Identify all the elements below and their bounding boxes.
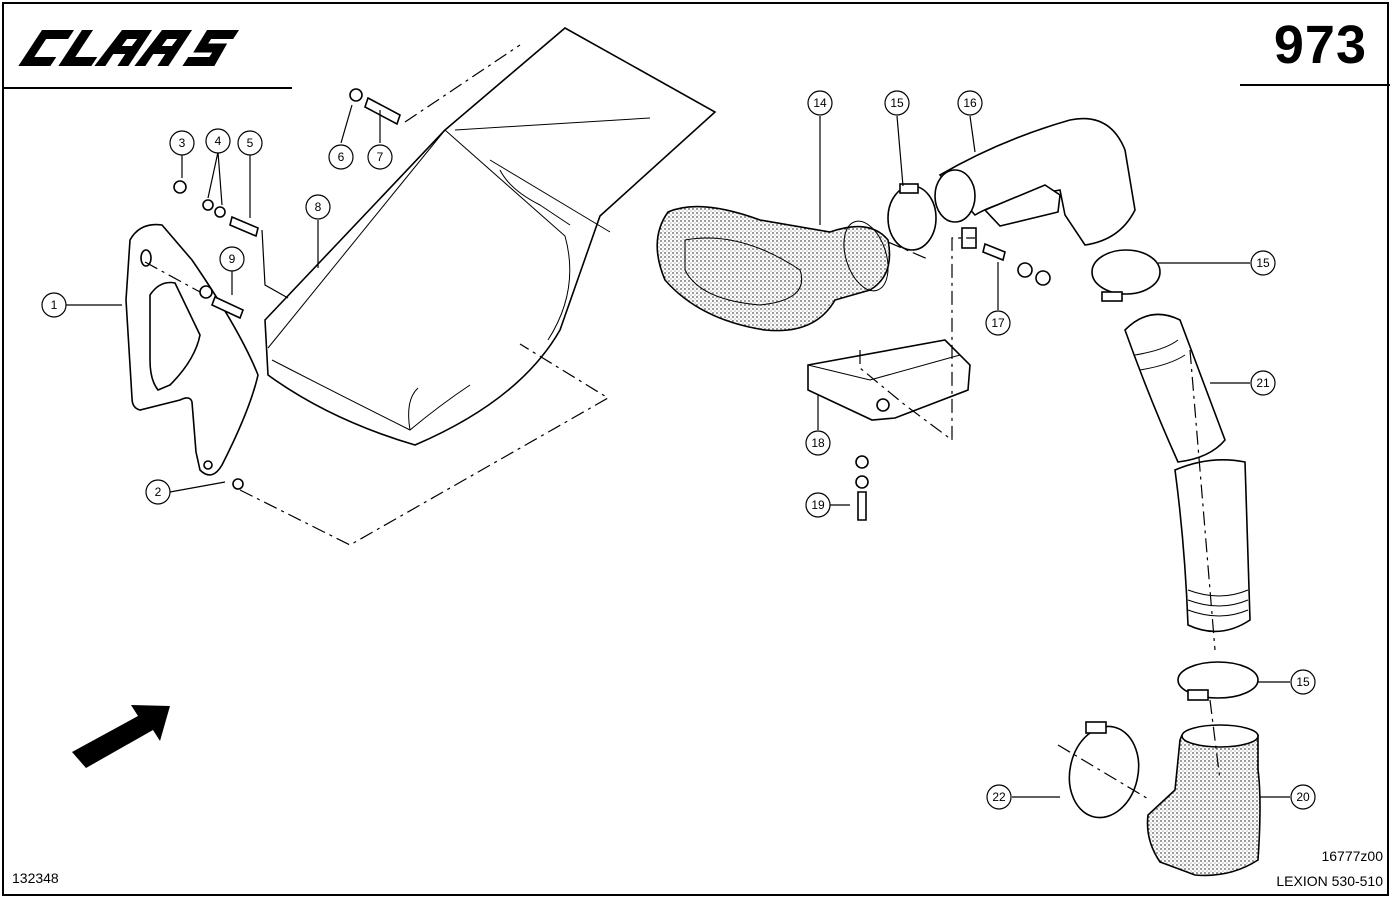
callout-21: 20 <box>1290 784 1316 810</box>
svg-text:18: 18 <box>811 436 825 450</box>
part-8-chute <box>264 27 717 446</box>
header-rule-left <box>2 87 292 89</box>
callout-16: 16 <box>957 90 983 116</box>
svg-text:15: 15 <box>1296 675 1310 689</box>
callout-4: 4 <box>205 128 231 154</box>
svg-text:19: 19 <box>811 498 825 512</box>
callout-20: 21 <box>1250 370 1276 396</box>
svg-text:1: 1 <box>51 298 58 312</box>
part-20-hose-sections <box>1124 313 1251 633</box>
callout-15-top: 15 <box>884 90 910 116</box>
callout-7: 7 <box>367 144 393 170</box>
part-1-bracket-plate <box>125 223 259 476</box>
part-22-clamp <box>1068 721 1140 819</box>
svg-text:8: 8 <box>315 200 322 214</box>
svg-text:7: 7 <box>377 150 384 164</box>
callout-3: 3 <box>169 130 195 156</box>
svg-text:9: 9 <box>229 252 236 266</box>
callout-18: 18 <box>805 430 831 456</box>
svg-text:14: 14 <box>813 96 827 110</box>
svg-text:15: 15 <box>1256 256 1270 270</box>
callout-2: 2 <box>145 479 171 505</box>
svg-text:15: 15 <box>890 96 904 110</box>
drawing-id: 16777z00 <box>1321 848 1383 864</box>
page-number: 973 <box>1273 15 1367 75</box>
callout-15-bottom: 15 <box>1290 669 1316 695</box>
svg-text:16: 16 <box>963 96 977 110</box>
part-15-hose-clamps <box>887 183 1259 701</box>
callout-14: 14 <box>807 90 833 116</box>
part-14-rubber-boot <box>656 205 891 332</box>
svg-text:6: 6 <box>338 150 345 164</box>
callout-22: 22 <box>986 784 1012 810</box>
header-rule-right <box>1240 84 1390 86</box>
svg-text:4: 4 <box>215 134 222 148</box>
svg-text:22: 22 <box>992 790 1006 804</box>
callout-17: 17 <box>985 310 1011 336</box>
callout-19: 19 <box>805 492 831 518</box>
callout-8: 8 <box>305 194 331 220</box>
model-name: LEXION 530-510 <box>1276 873 1383 889</box>
svg-text:17: 17 <box>991 316 1005 330</box>
part-18-mounting-bracket <box>807 339 971 421</box>
svg-text:20: 20 <box>1296 790 1310 804</box>
svg-text:2: 2 <box>155 485 162 499</box>
callout-15-mid: 15 <box>1250 250 1276 276</box>
fasteners <box>173 88 1051 521</box>
document-id: 132348 <box>12 870 59 886</box>
svg-text:5: 5 <box>247 136 254 150</box>
leader-lines <box>66 104 1290 798</box>
callout-9: 9 <box>219 246 245 272</box>
part-21-outlet-spout <box>1146 724 1261 877</box>
svg-text:3: 3 <box>179 136 186 150</box>
claas-logo <box>18 30 240 66</box>
assembly-lines <box>144 44 1221 801</box>
callout-1: 1 <box>41 292 67 318</box>
callout-5: 5 <box>237 130 263 156</box>
callout-6: 6 <box>328 144 354 170</box>
part-16-elbow-pipe <box>934 117 1136 249</box>
svg-text:21: 21 <box>1256 376 1270 390</box>
direction-arrow-icon <box>72 705 170 768</box>
